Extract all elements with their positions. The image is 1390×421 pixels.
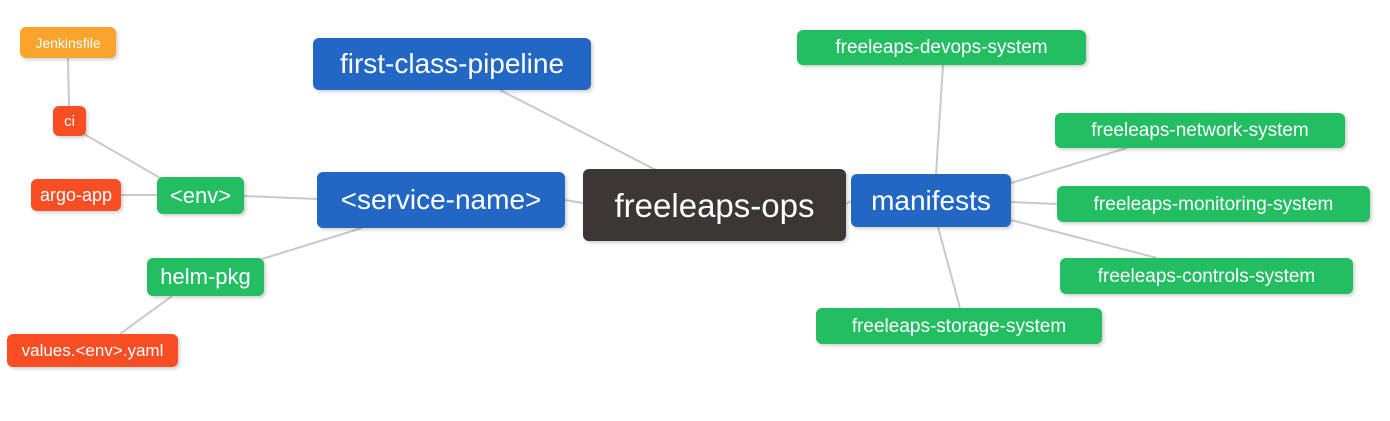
node-label: helm-pkg: [160, 264, 251, 289]
edge-manifests-to-freeleaps-devops-system: [935, 64, 944, 175]
node-label: <service-name>: [340, 184, 542, 215]
node-argo-app[interactable]: argo-app: [31, 179, 121, 211]
node-first-class-pipeline[interactable]: first-class-pipeline: [313, 38, 591, 90]
node-label: values.<env>.yaml: [21, 341, 164, 360]
node-jenkinsfile[interactable]: Jenkinsfile: [20, 27, 116, 58]
edge-manifests-to-freeleaps-network-system: [1010, 147, 1128, 184]
node-freeleaps-controls-system[interactable]: freeleaps-controls-system: [1060, 258, 1353, 294]
edge-manifests-to-freeleaps-storage-system: [937, 226, 961, 309]
node-label: ci: [64, 112, 75, 130]
edge-env-to-service-name: [243, 195, 318, 200]
node-manifests[interactable]: manifests: [851, 174, 1011, 227]
node-label: <env>: [169, 182, 232, 208]
node-label: Jenkinsfile: [35, 34, 101, 51]
node-helm-pkg[interactable]: helm-pkg: [147, 258, 264, 296]
node-freeleaps-devops-system[interactable]: freeleaps-devops-system: [797, 30, 1086, 65]
node-env[interactable]: <env>: [157, 177, 244, 214]
node-label: freeleaps-storage-system: [851, 315, 1067, 337]
node-label: freeleaps-network-system: [1091, 120, 1309, 141]
node-freeleaps-monitoring-system[interactable]: freeleaps-monitoring-system: [1057, 186, 1370, 222]
node-values-env-yaml[interactable]: values.<env>.yaml: [7, 334, 178, 367]
edge-freeleaps-ops-to-manifests: [845, 200, 852, 205]
node-ci[interactable]: ci: [53, 106, 86, 136]
edge-manifests-to-freeleaps-monitoring-system: [1010, 201, 1058, 205]
node-label: freeleaps-devops-system: [835, 37, 1048, 58]
node-freeleaps-storage-system[interactable]: freeleaps-storage-system: [816, 308, 1102, 344]
node-label: freeleaps-controls-system: [1097, 265, 1316, 287]
edge-jenkinsfile-to-ci: [67, 57, 70, 107]
node-service-name[interactable]: <service-name>: [317, 172, 565, 228]
edge-helm-pkg-to-values-env-yaml: [119, 295, 173, 335]
node-freeleaps-network-system[interactable]: freeleaps-network-system: [1055, 113, 1345, 148]
edge-ci-to-env: [83, 133, 163, 180]
edge-service-name-to-helm-pkg: [261, 227, 363, 260]
node-label: first-class-pipeline: [339, 48, 565, 79]
node-label: manifests: [871, 184, 991, 216]
node-freeleaps-ops[interactable]: freeleaps-ops: [583, 169, 846, 241]
edge-first-class-pipeline-to-freeleaps-ops: [499, 89, 659, 172]
edge-manifests-to-freeleaps-controls-system: [1010, 219, 1158, 259]
node-label: freeleaps-ops: [614, 186, 815, 224]
node-label: argo-app: [39, 185, 113, 205]
edge-service-name-to-freeleaps-ops: [564, 199, 584, 204]
node-label: freeleaps-monitoring-system: [1093, 193, 1334, 215]
